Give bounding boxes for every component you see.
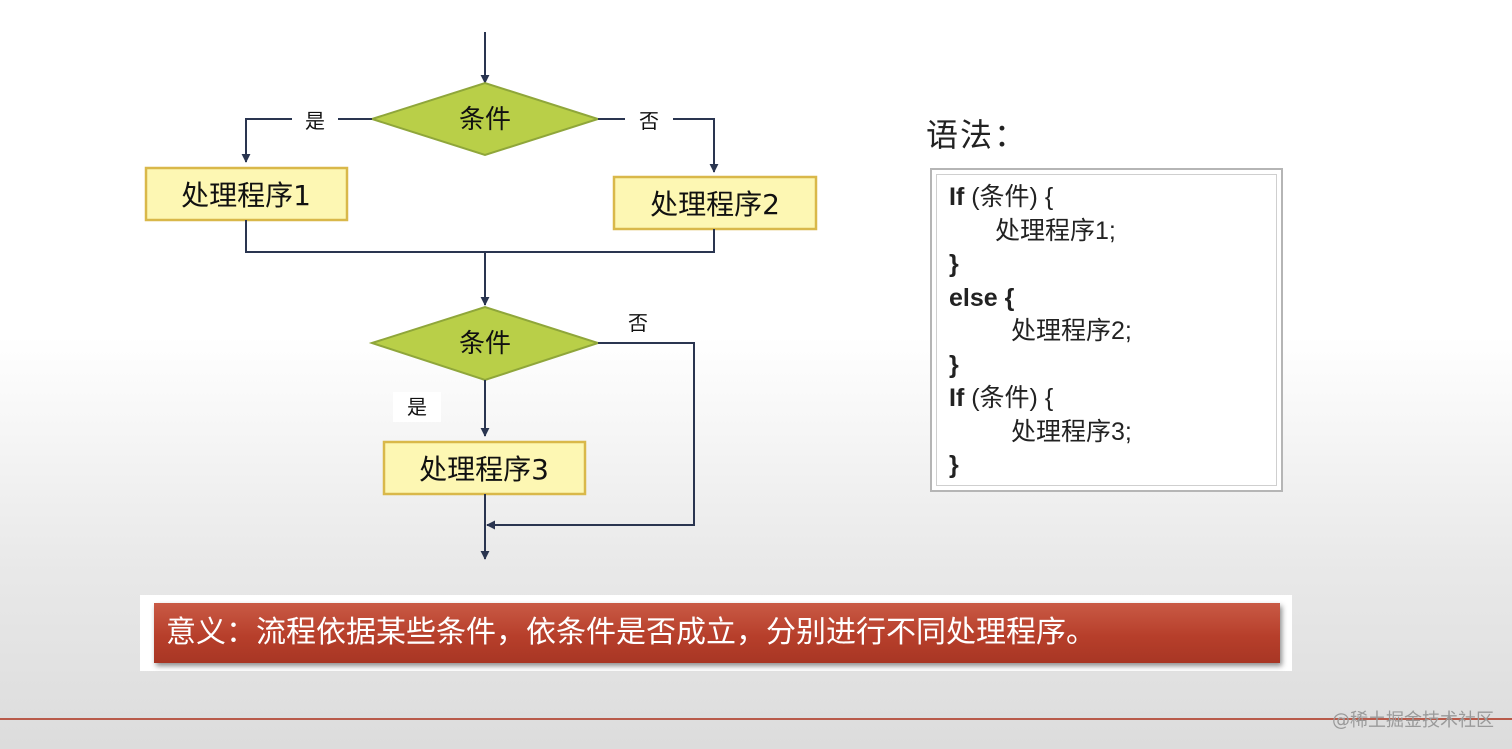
meaning-banner: 意义：流程依据某些条件，依条件是否成立，分别进行不同处理程序。: [140, 595, 1292, 671]
code-keyword: If: [949, 183, 965, 211]
yes-label-1: 是: [305, 109, 325, 133]
no-branch-2-line: [486, 342, 695, 530]
code-line: else {: [949, 282, 1276, 316]
yes-label-2: 是: [407, 395, 427, 419]
process-1-label: 处理程序1: [181, 179, 311, 212]
code-line: }: [949, 449, 1276, 483]
code-line: If (条件) {: [949, 382, 1276, 416]
syntax-code: If (条件) { 处理程序1; } else { 处理程序2; } If (条…: [936, 174, 1277, 486]
meaning-text: 意义：流程依据某些条件，依条件是否成立，分别进行不同处理程序。: [154, 603, 1280, 663]
decision-1-label: 条件: [459, 105, 511, 135]
code-text: 处理程序1;: [995, 216, 1116, 245]
code-line: }: [949, 248, 1276, 282]
process-box-1: [144, 166, 349, 222]
code-line: 处理程序2;: [949, 315, 1276, 349]
flowchart-diagram: 条件 是 否 处理程序1 处理程序2 条件 否 是 处理程序3: [144, 32, 818, 560]
code-keyword: }: [949, 350, 959, 379]
code-keyword: else {: [949, 283, 1015, 312]
code-text: (条件) {: [964, 183, 1054, 211]
code-keyword: }: [949, 250, 959, 278]
no-label-1: 否: [639, 109, 659, 133]
footer-divider: [0, 718, 1512, 720]
process-2-label: 处理程序2: [650, 188, 780, 221]
code-text: 处理程序3;: [1011, 417, 1132, 446]
code-line: 处理程序3;: [949, 416, 1276, 450]
code-line: }: [949, 349, 1276, 383]
process-box-3: [382, 440, 587, 496]
code-text: 处理程序2;: [1011, 317, 1132, 345]
watermark: @稀土掘金技术社区: [1332, 710, 1494, 731]
syntax-title: 语法：: [926, 116, 1029, 154]
code-keyword: If: [949, 384, 965, 412]
code-line: 处理程序1;: [949, 215, 1276, 249]
code-text: (条件) {: [964, 384, 1054, 412]
syntax-code-box: If (条件) { 处理程序1; } else { 处理程序2; } If (条…: [930, 168, 1283, 492]
no-label-2: 否: [628, 311, 648, 335]
decision-2-label: 条件: [459, 329, 511, 359]
merge-line: [245, 220, 715, 253]
code-line: If (条件) {: [949, 181, 1276, 215]
process-3-label: 处理程序3: [419, 453, 549, 486]
code-keyword: }: [949, 451, 959, 479]
